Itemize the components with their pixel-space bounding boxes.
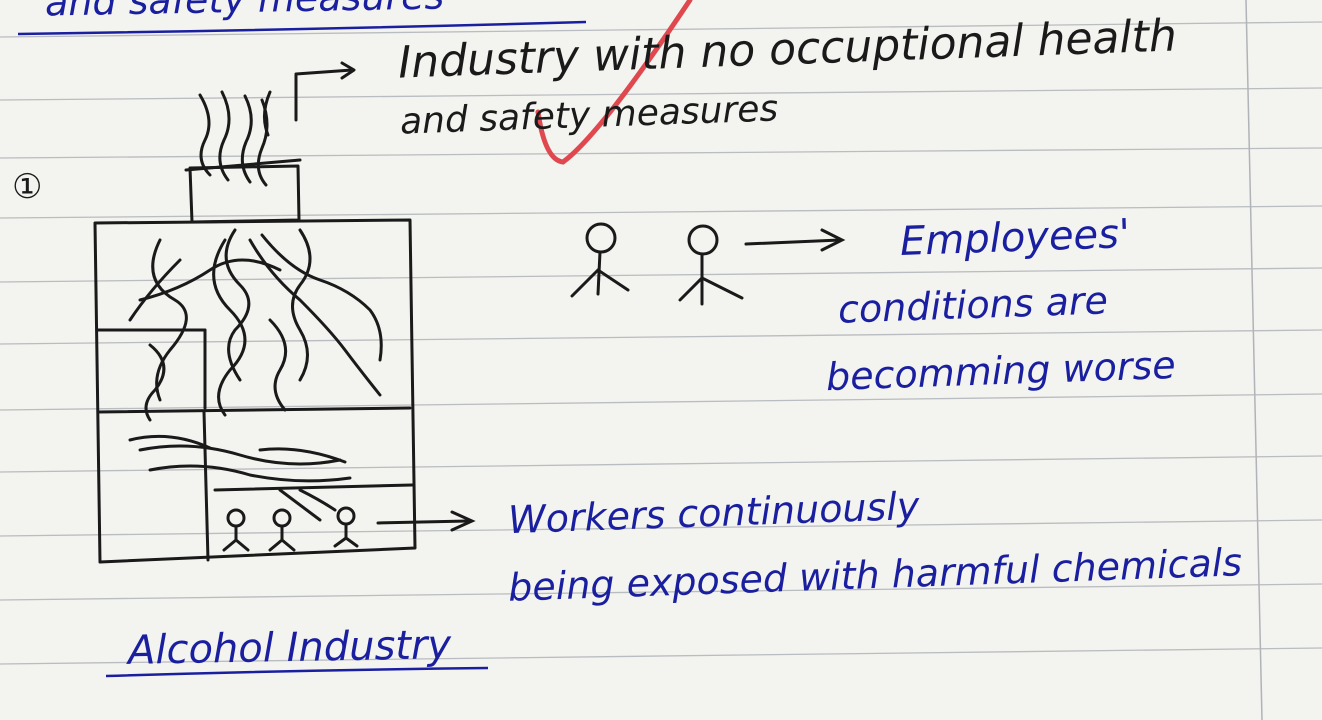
factory-drawing (93, 61, 417, 564)
employees-arrow (744, 238, 842, 246)
section-number: ① (12, 167, 43, 207)
employees-note-line1: Employees' (899, 211, 1131, 265)
heading-fragment: and safety measures (45, 0, 445, 24)
employees-note-line2: conditions are (837, 278, 1109, 332)
heading-underline (17, 20, 587, 36)
arrows (376, 228, 846, 532)
check-mark (535, 0, 693, 165)
employees-note-line3: becomming worse (825, 342, 1177, 400)
workers-arrow (376, 519, 470, 525)
diagram-caption: Alcohol Industry (127, 622, 452, 674)
employee-figures (570, 222, 744, 306)
caption-underline (105, 666, 489, 678)
margin-line (1245, 0, 1263, 720)
